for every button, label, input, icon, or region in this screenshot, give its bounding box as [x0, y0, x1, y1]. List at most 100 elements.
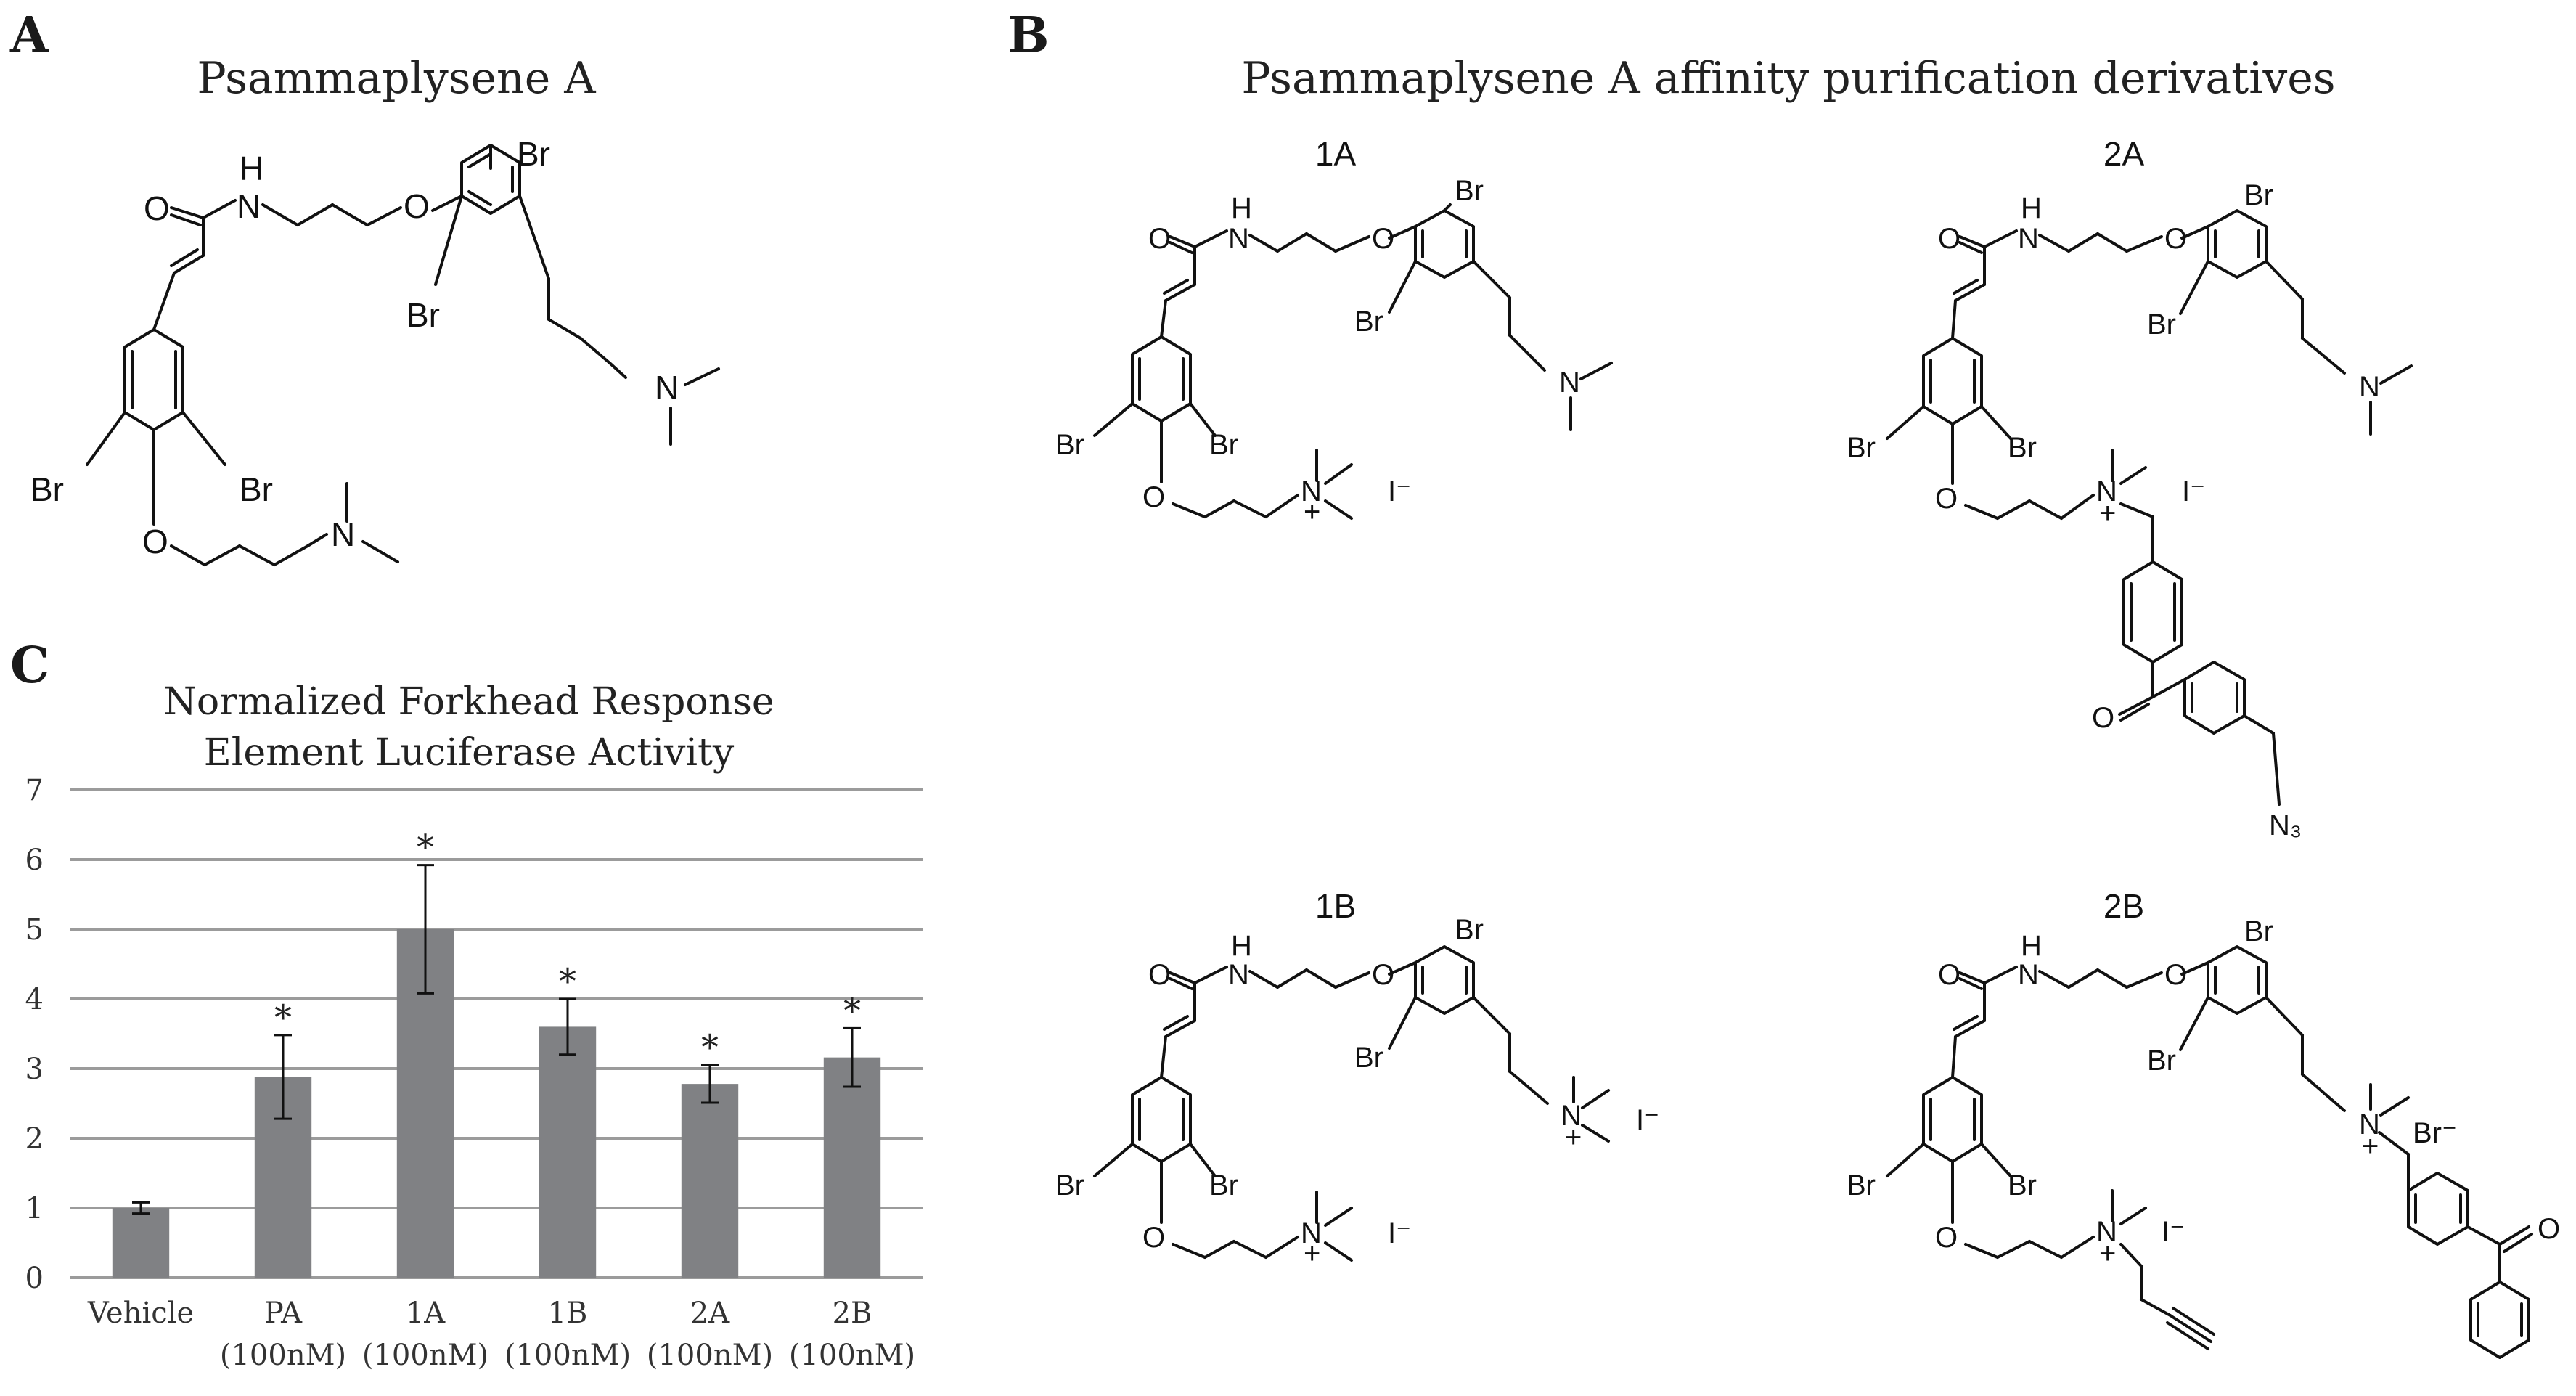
atom-n: N [2018, 959, 2039, 991]
y-tick-label: 4 [25, 983, 44, 1016]
y-tick-label: 5 [25, 913, 44, 947]
x-tick-sublabel: (100nM) [789, 1339, 915, 1372]
atom-o: O [1935, 1222, 1958, 1254]
atom-br: Br [1354, 1042, 1383, 1074]
atom-n: N [655, 369, 679, 407]
compound-1a: 1A O H N O Br Br N Br Br O N + I⁻ [1055, 135, 1613, 528]
atom-n: N [1559, 367, 1580, 399]
atom-charge: + [1304, 496, 1320, 528]
significance-star: * [417, 828, 434, 868]
atom-br: Br [1354, 306, 1383, 338]
atom-bromide: Br⁻ [2413, 1117, 2457, 1149]
chart-title-line-1: Normalized Forkhead Response [163, 680, 774, 724]
atom-n: N [1301, 1217, 1322, 1249]
x-tick-label: PA [264, 1297, 303, 1330]
panel-a: A Psammaplysene A O H N O Br Br [9, 7, 720, 566]
atom-br: Br [1847, 432, 1876, 464]
atom-br: Br [2244, 915, 2273, 947]
atom-o: O [1148, 959, 1171, 991]
y-tick-label: 1 [25, 1192, 44, 1225]
atom-o: O [142, 523, 168, 560]
atom-h: H [2021, 930, 2042, 962]
atom-n: N [1561, 1100, 1582, 1132]
y-tick-label: 0 [25, 1262, 44, 1295]
atom-n: N [2359, 1109, 2380, 1140]
atom-n: N [331, 515, 355, 553]
x-tick-sublabel: (100nM) [220, 1339, 346, 1372]
atom-n: N [2359, 371, 2380, 403]
atom-br: Br [1455, 175, 1484, 207]
atom-charge: + [1565, 1122, 1582, 1154]
x-tick-sublabel: (100nM) [647, 1339, 773, 1372]
atom-charge: + [1304, 1238, 1320, 1270]
atom-h: H [2021, 192, 2042, 224]
x-tick-label: 2B [833, 1297, 872, 1330]
compound-label: 1B [1315, 887, 1356, 925]
atom-br: Br [2147, 1045, 2176, 1077]
atom-br: Br [1055, 1170, 1084, 1201]
chart-bars [112, 929, 881, 1278]
panel-b: B Psammaplysene A affinity purification … [1007, 7, 2560, 1359]
atom-br: Br [30, 470, 64, 508]
atom-n: N [1228, 223, 1249, 255]
chart-error-bars [132, 864, 861, 1215]
bar [681, 1084, 739, 1278]
psammaplysene-a-structure: O H N O Br Br N [30, 135, 720, 566]
panel-a-title: Psammaplysene A [197, 53, 596, 104]
atom-azide: N₃ [2269, 809, 2302, 841]
compound-2a: 2A O H N O Br Br N Br Br O N + I⁻ O N₃ [1847, 135, 2413, 841]
atom-br: Br [2008, 1170, 2037, 1201]
chart-grid [70, 788, 923, 1279]
x-tick-label: Vehicle [87, 1297, 194, 1330]
atom-o: O [144, 189, 170, 227]
significance-star: * [843, 990, 861, 1031]
atom-n: N [1301, 475, 1322, 507]
atom-br: Br [1847, 1170, 1876, 1201]
x-tick-sublabel: (100nM) [504, 1339, 631, 1372]
compound-label: 2A [2103, 135, 2145, 173]
atom-h: H [1231, 192, 1252, 224]
bar [823, 1057, 881, 1278]
atom-br: Br [240, 470, 273, 508]
atom-iodide: I⁻ [2162, 1216, 2185, 1248]
y-tick-label: 7 [25, 774, 44, 807]
panel-a-letter: A [9, 7, 49, 65]
compound-label: 1A [1315, 135, 1357, 173]
atom-br: Br [1055, 429, 1084, 461]
compound-label: 2B [2103, 887, 2144, 925]
atom-n: N [2018, 223, 2039, 255]
bar [539, 1026, 597, 1278]
atom-charge: + [2099, 1238, 2116, 1270]
panel-c-letter: C [10, 637, 49, 695]
atom-iodide: I⁻ [1636, 1104, 1659, 1136]
atom-h: H [1231, 930, 1252, 962]
chart-significance: ***** [274, 828, 861, 1069]
atom-br: Br [406, 296, 440, 334]
atom-iodide: I⁻ [1388, 475, 1411, 507]
x-tick-label: 1A [406, 1297, 446, 1330]
atom-br: Br [517, 135, 550, 173]
significance-star: * [701, 1027, 719, 1068]
atom-o: O [404, 187, 430, 225]
atom-iodide: I⁻ [1388, 1217, 1411, 1249]
y-tick-label: 3 [25, 1053, 44, 1086]
atom-br: Br [1455, 914, 1484, 946]
x-tick-sublabel: (100nM) [362, 1339, 488, 1372]
atom-n: N [2096, 1216, 2117, 1248]
atom-o: O [2538, 1213, 2560, 1245]
atom-iodide: I⁻ [2182, 475, 2205, 507]
atom-o: O [2092, 702, 2114, 734]
atom-o: O [1935, 483, 1958, 515]
atom-h: H [240, 150, 263, 187]
compound-1b: 1B O H N O Br Br N + I⁻ Br Br O N + I⁻ [1055, 887, 1659, 1270]
atom-o: O [1142, 481, 1165, 513]
chart-title-line-2: Element Luciferase Activity [204, 731, 735, 775]
atom-charge: + [2099, 497, 2116, 529]
atom-n: N [2096, 475, 2117, 507]
significance-star: * [274, 997, 292, 1038]
x-tick-label: 1B [548, 1297, 588, 1330]
atom-n: N [237, 187, 261, 225]
atom-o: O [1938, 959, 1960, 991]
